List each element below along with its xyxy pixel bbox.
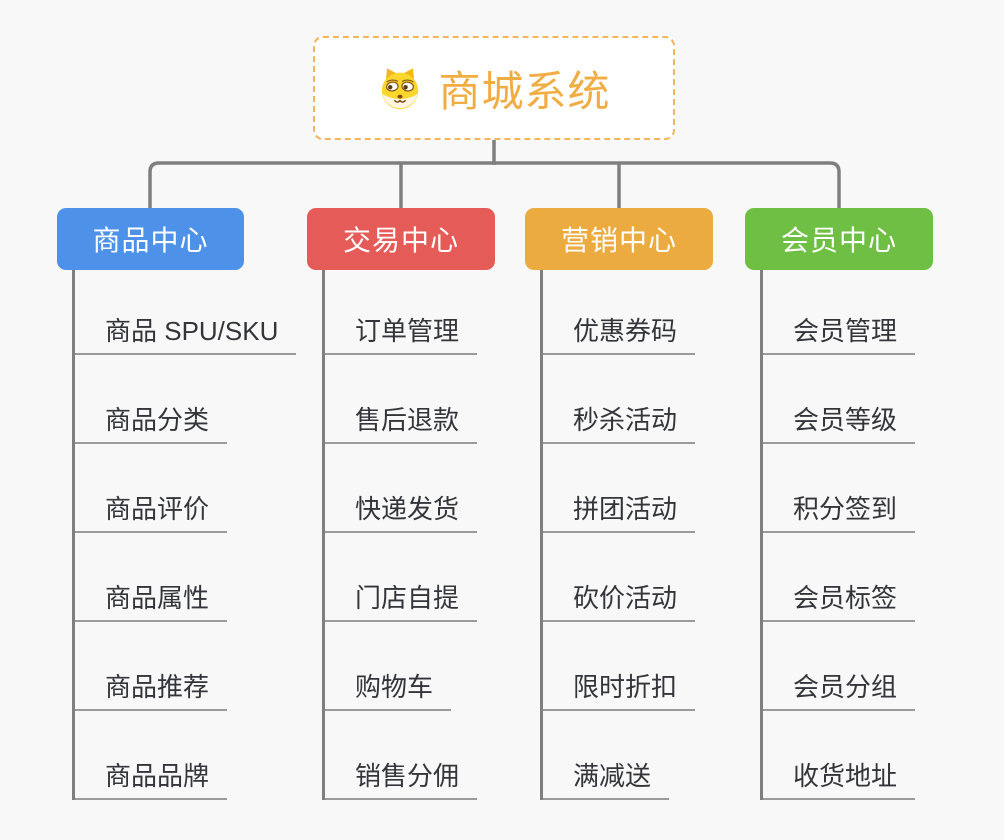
leaf-row: 砍价活动	[543, 533, 696, 622]
root-node[interactable]: 商城系统	[313, 36, 675, 140]
leaf-row: 商品属性	[75, 533, 296, 622]
leaf-node[interactable]: 快递发货	[325, 489, 478, 533]
leaf-node[interactable]: 售后退款	[325, 400, 478, 444]
leaf-row: 商品推荐	[75, 622, 296, 711]
leaf-row: 商品 SPU/SKU	[75, 270, 297, 355]
leaf-row: 会员分组	[763, 622, 916, 711]
leaf-row: 会员标签	[763, 533, 916, 622]
leaf-node[interactable]: 订单管理	[325, 311, 478, 355]
leaf-node[interactable]: 商品品牌	[75, 756, 228, 800]
branch-node[interactable]: 会员中心	[745, 208, 933, 270]
leaf-row: 门店自提	[325, 533, 478, 622]
leaf-row: 拼团活动	[543, 444, 696, 533]
leaf-node[interactable]: 商品评价	[75, 489, 228, 533]
leaf-node[interactable]: 优惠券码	[543, 311, 696, 355]
leaf-row: 收货地址	[763, 711, 916, 800]
leaf-row: 商品品牌	[75, 711, 296, 800]
leaf-row: 商品分类	[75, 355, 296, 444]
branch-rail	[148, 161, 841, 208]
leaf-row: 订单管理	[325, 270, 478, 355]
leaf-node[interactable]: 满减送	[543, 756, 670, 800]
leaf-node[interactable]: 积分签到	[763, 489, 916, 533]
leaf-row: 售后退款	[325, 355, 478, 444]
leaf-node[interactable]: 限时折扣	[543, 667, 696, 711]
leaf-list: 订单管理售后退款快递发货门店自提购物车销售分佣	[322, 270, 478, 800]
leaf-row: 快递发货	[325, 444, 478, 533]
branch-label: 营销中心	[560, 225, 677, 256]
branch-node[interactable]: 商品中心	[57, 208, 244, 270]
branch-label: 商品中心	[92, 225, 209, 256]
leaf-row: 限时折扣	[543, 622, 696, 711]
branch-node[interactable]: 营销中心	[525, 208, 713, 270]
root-title: 商城系统	[438, 67, 611, 115]
branch-label: 会员中心	[780, 225, 897, 256]
dog-icon	[382, 68, 419, 110]
leaf-node[interactable]: 销售分佣	[325, 756, 478, 800]
leaf-node[interactable]: 商品属性	[75, 578, 228, 622]
leaf-node[interactable]: 商品 SPU/SKU	[75, 311, 297, 355]
leaf-row: 秒杀活动	[543, 355, 696, 444]
leaf-list: 商品 SPU/SKU 商品分类商品评价商品属性商品推荐商品品牌	[72, 270, 297, 800]
branch-node[interactable]: 交易中心	[307, 208, 495, 270]
leaf-row: 会员等级	[763, 355, 916, 444]
leaf-node[interactable]: 购物车	[325, 667, 452, 711]
leaf-row: 销售分佣	[325, 711, 478, 800]
leaf-node[interactable]: 秒杀活动	[543, 400, 696, 444]
leaf-list: 会员管理会员等级积分签到会员标签会员分组收货地址	[760, 270, 916, 800]
leaf-node[interactable]: 拼团活动	[543, 489, 696, 533]
leaf-node[interactable]: 会员标签	[763, 578, 916, 622]
leaf-list: 优惠券码秒杀活动拼团活动砍价活动限时折扣满减送	[540, 270, 696, 800]
leaf-node[interactable]: 会员等级	[763, 400, 916, 444]
leaf-node[interactable]: 商品推荐	[75, 667, 228, 711]
leaf-node[interactable]: 收货地址	[763, 756, 916, 800]
leaf-row: 商品评价	[75, 444, 296, 533]
leaf-row: 积分签到	[763, 444, 916, 533]
branch-label: 交易中心	[342, 225, 459, 256]
leaf-node[interactable]: 砍价活动	[543, 578, 696, 622]
leaf-row: 购物车	[325, 622, 477, 711]
leaf-row: 会员管理	[763, 270, 916, 355]
leaf-node[interactable]: 会员分组	[763, 667, 916, 711]
leaf-row: 满减送	[543, 711, 695, 800]
tree-connector-group	[148, 140, 841, 208]
leaf-node[interactable]: 商品分类	[75, 400, 228, 444]
leaf-node[interactable]: 门店自提	[325, 578, 478, 622]
leaf-node[interactable]: 会员管理	[763, 311, 916, 355]
leaf-row: 优惠券码	[543, 270, 696, 355]
